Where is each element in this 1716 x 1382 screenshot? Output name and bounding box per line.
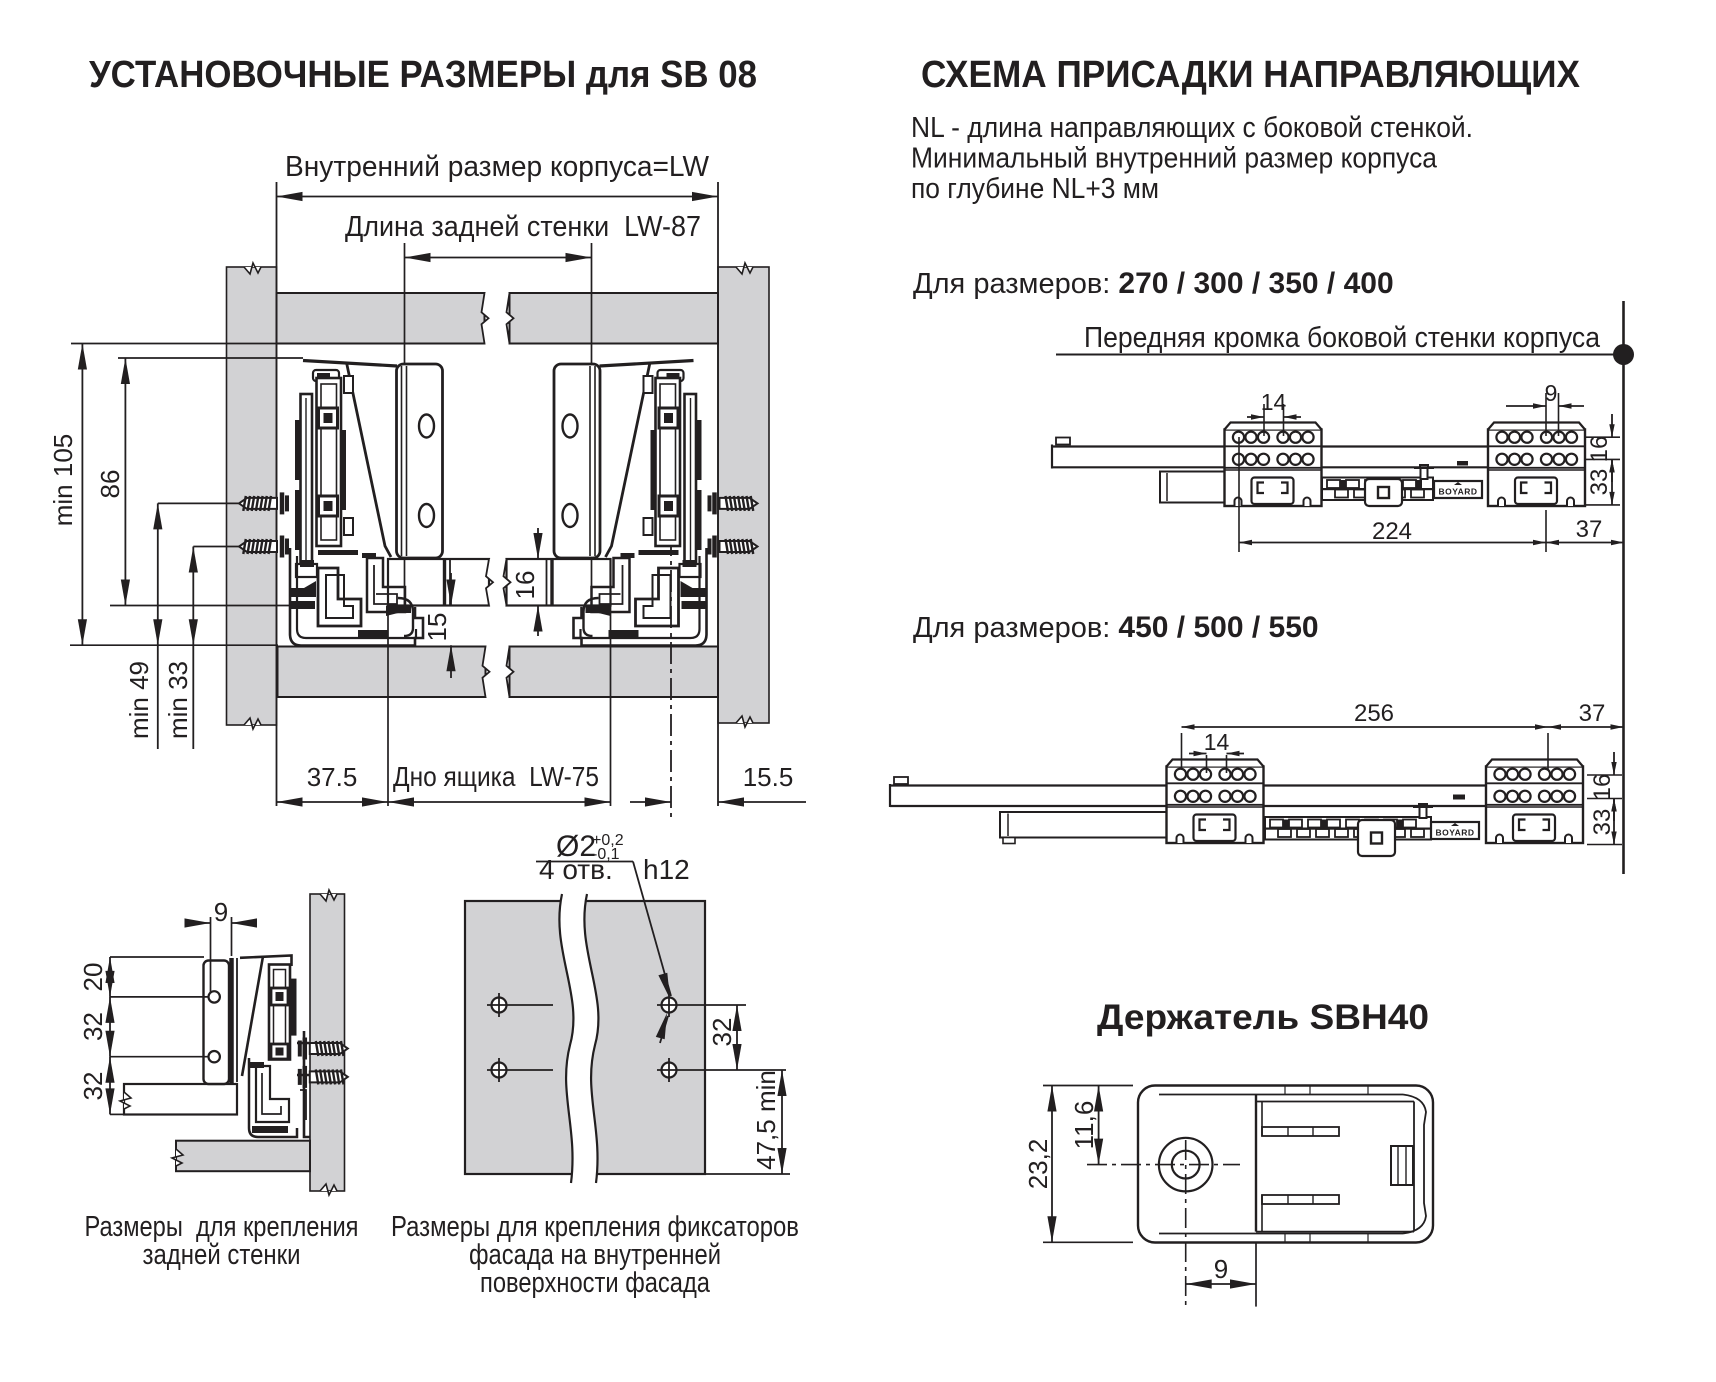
svg-text:Внутренний размер корпуса=LW: Внутренний размер корпуса=LW: [285, 151, 710, 183]
svg-text:15.5: 15.5: [743, 762, 794, 792]
svg-text:Длина задней стенки LW-87: Длина задней стенки LW-87: [345, 211, 701, 243]
svg-text:16: 16: [1586, 436, 1613, 463]
svg-text:УСТАНОВОЧНЫЕ РАЗМЕРЫ для SB 08: УСТАНОВОЧНЫЕ РАЗМЕРЫ для SB 08: [89, 54, 757, 96]
svg-text:задней стенки: задней стенки: [143, 1239, 301, 1271]
svg-text:86: 86: [95, 470, 125, 499]
svg-text:Дно ящика LW-75: Дно ящика LW-75: [393, 761, 599, 792]
svg-text:h12: h12: [643, 854, 690, 885]
svg-text:32: 32: [78, 1072, 108, 1101]
svg-text:BOYARD: BOYARD: [1438, 487, 1477, 497]
svg-text:min 33: min 33: [163, 661, 193, 739]
svg-text:Минимальный внутренний размер: Минимальный внутренний размер корпуса: [911, 143, 1438, 175]
svg-text:224: 224: [1372, 518, 1412, 545]
svg-text:+0,2: +0,2: [592, 832, 624, 849]
svg-text:Для размеров: 270 / 300 / 350: Для размеров: 270 / 300 / 350 / 400: [913, 267, 1394, 300]
svg-text:32: 32: [78, 1012, 108, 1041]
svg-text:37: 37: [1579, 700, 1606, 727]
svg-text:20: 20: [78, 963, 108, 992]
svg-text:min 105: min 105: [48, 434, 78, 527]
svg-text:14: 14: [1204, 729, 1230, 755]
svg-text:4 отв.: 4 отв.: [539, 854, 613, 885]
svg-text:33: 33: [1586, 469, 1613, 496]
svg-text:Ø2: Ø2: [556, 830, 596, 863]
svg-text:-0,1: -0,1: [592, 846, 620, 863]
svg-text:14: 14: [1261, 389, 1287, 415]
svg-text:по глубине NL+3 мм: по глубине NL+3 мм: [911, 173, 1159, 205]
svg-text:Размеры для крепления фиксатор: Размеры для крепления фиксаторов: [391, 1211, 799, 1243]
svg-text:16: 16: [1589, 774, 1616, 801]
svg-text:min 49: min 49: [124, 661, 154, 739]
svg-text:33: 33: [1589, 809, 1616, 836]
svg-text:47,5 min: 47,5 min: [751, 1070, 781, 1170]
svg-text:поверхности фасада: поверхности фасада: [480, 1267, 711, 1299]
svg-text:9: 9: [1214, 1254, 1228, 1284]
svg-text:15: 15: [422, 613, 452, 642]
svg-text:фасада на внутренней: фасада на внутренней: [469, 1239, 721, 1271]
svg-text:11,6: 11,6: [1069, 1101, 1099, 1150]
svg-text:9: 9: [1545, 380, 1558, 406]
svg-text:Для размеров: 450 / 500 / 550: Для размеров: 450 / 500 / 550: [913, 611, 1319, 644]
svg-text:NL - длина направляющих с боко: NL - длина направляющих с боковой стенко…: [911, 112, 1473, 144]
svg-text:Держатель SBH40: Держатель SBH40: [1097, 998, 1429, 1037]
svg-text:23,2: 23,2: [1023, 1139, 1053, 1190]
svg-text:Размеры для крепления: Размеры для крепления: [85, 1211, 359, 1243]
svg-text:BOYARD: BOYARD: [1435, 828, 1474, 838]
svg-text:37: 37: [1576, 516, 1603, 543]
svg-text:256: 256: [1354, 700, 1394, 727]
svg-text:СХЕМА ПРИСАДКИ НАПРАВЛЯЮЩИХ: СХЕМА ПРИСАДКИ НАПРАВЛЯЮЩИХ: [921, 54, 1581, 96]
svg-text:Передняя кромка боковой стенки: Передняя кромка боковой стенки корпуса: [1084, 322, 1601, 354]
svg-text:9: 9: [214, 897, 228, 927]
svg-text:32: 32: [707, 1018, 737, 1047]
svg-text:37.5: 37.5: [307, 762, 358, 792]
svg-text:16: 16: [510, 571, 540, 600]
